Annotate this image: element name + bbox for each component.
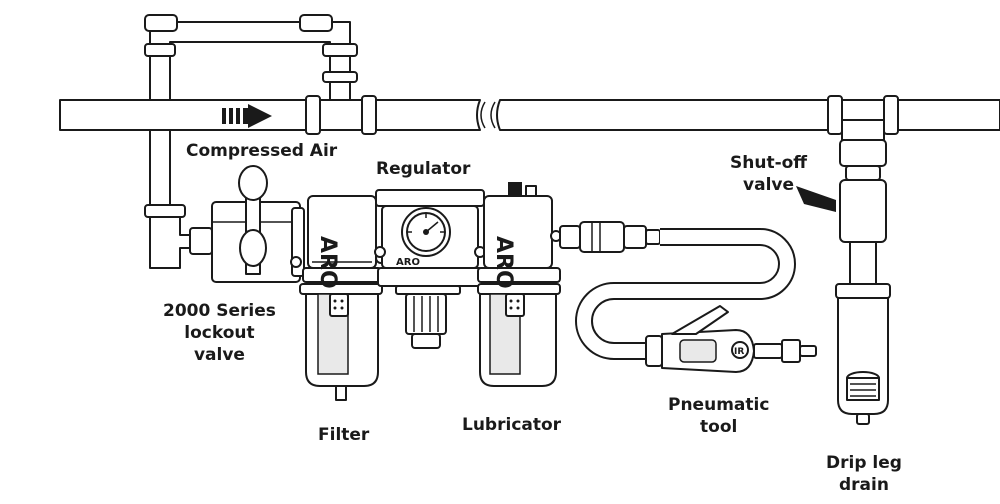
regulator-brand-mark: ARO bbox=[396, 257, 420, 268]
outlet-coupler bbox=[559, 221, 661, 253]
filter-label: Filter bbox=[318, 425, 370, 445]
inlet-drop-pipe bbox=[144, 204, 213, 269]
tool-brand-badge: IR bbox=[734, 347, 744, 357]
filter-unit bbox=[299, 195, 387, 401]
drip-leg-drain bbox=[835, 283, 891, 425]
lubricator-label: Lubricator bbox=[462, 415, 562, 435]
pneumatic-tool-label: Pneumatic tool bbox=[668, 395, 770, 437]
drip-leg-drain-label: Drip leg drain bbox=[826, 453, 902, 495]
compressed-air-label: Compressed Air bbox=[186, 141, 338, 161]
regulator-unit bbox=[374, 189, 486, 349]
upper-loop-pipe bbox=[144, 14, 358, 216]
shutoff-valve-label: Shut-off valve bbox=[730, 153, 808, 195]
lockout-valve-body bbox=[211, 165, 305, 283]
lockout-valve-label: 2000 Series lockout valve bbox=[163, 301, 276, 365]
filter-brand-mark: ARO bbox=[315, 236, 340, 289]
regulator-label: Regulator bbox=[376, 159, 471, 179]
pneumatic-tool bbox=[645, 305, 817, 373]
flow-direction-arrow-icon bbox=[222, 104, 272, 128]
lubricator-unit bbox=[477, 182, 562, 387]
lubricator-brand-mark: ARO bbox=[491, 236, 516, 289]
shutoff-valve-drop bbox=[796, 119, 887, 289]
